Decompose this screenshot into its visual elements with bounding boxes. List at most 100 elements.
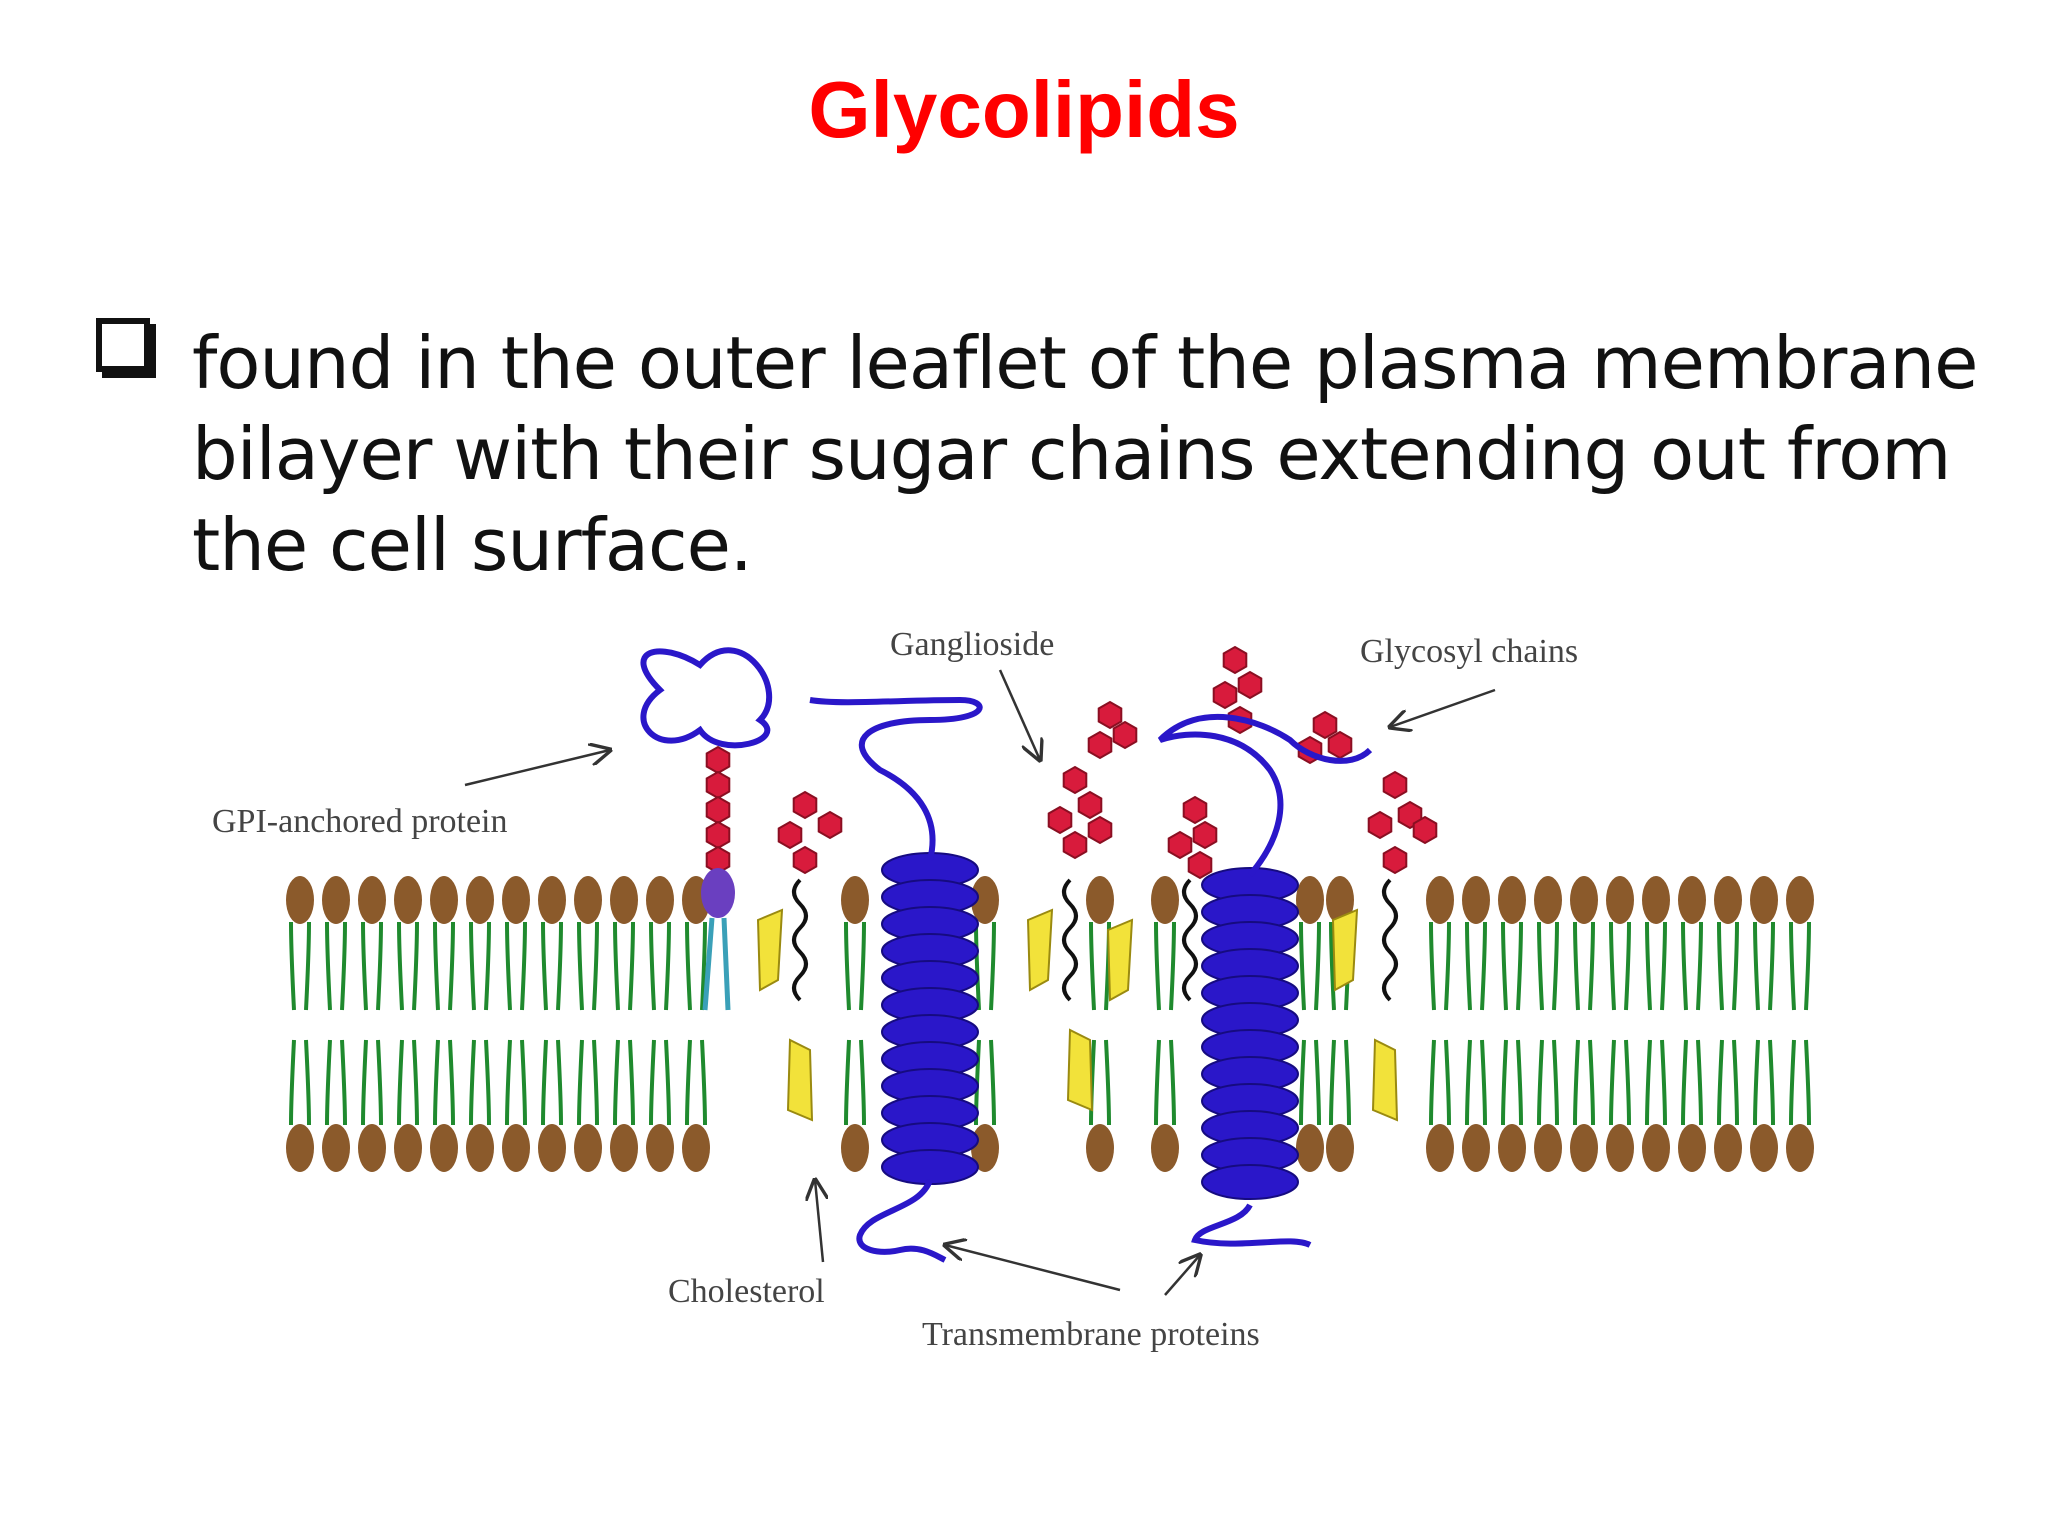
lipid-tail bbox=[1480, 1039, 1487, 1126]
lipid-tail bbox=[613, 1039, 620, 1126]
lipid-tail bbox=[469, 1039, 476, 1126]
sugar-hexagon bbox=[1187, 850, 1213, 880]
lipid-tail bbox=[844, 1039, 851, 1126]
lipid-tail bbox=[1429, 1039, 1436, 1126]
lipid-tail bbox=[1573, 1039, 1580, 1126]
lipid-tail bbox=[1299, 1039, 1306, 1126]
lipid-tail bbox=[1609, 921, 1616, 1011]
lipid-head-outer bbox=[430, 876, 458, 924]
sugar-hexagon bbox=[792, 845, 818, 875]
lipid-tail bbox=[361, 1039, 368, 1126]
lipid-tail bbox=[340, 1039, 347, 1126]
lipid-tail bbox=[376, 921, 383, 1011]
lipid-tail bbox=[1501, 1039, 1508, 1126]
protein-loop-inner bbox=[1191, 1203, 1312, 1248]
lipid-head-inner bbox=[1086, 1124, 1114, 1172]
lipid-head-inner bbox=[1296, 1124, 1324, 1172]
cholesterol-molecule bbox=[1026, 908, 1054, 992]
lipid-tail bbox=[1645, 921, 1652, 1011]
lipid-head-inner bbox=[971, 1124, 999, 1172]
lipid-tail bbox=[1089, 921, 1096, 1011]
sugar-hexagon bbox=[1382, 845, 1408, 875]
lipid-head-outer bbox=[538, 876, 566, 924]
sugar-hexagon bbox=[1047, 805, 1073, 835]
lipid-head-outer bbox=[502, 876, 530, 924]
lipid-tail bbox=[541, 921, 548, 1011]
lipid-head-outer bbox=[466, 876, 494, 924]
cholesterol-molecule bbox=[786, 1038, 814, 1122]
sugar-hexagon bbox=[1112, 720, 1138, 750]
sugar-hexagon bbox=[705, 795, 731, 825]
sugar-hexagon bbox=[1412, 815, 1438, 845]
lipid-tail bbox=[1609, 1039, 1616, 1126]
lipid-tail bbox=[577, 1039, 584, 1126]
lipid-tail bbox=[340, 921, 347, 1011]
lipid-tail bbox=[1169, 921, 1176, 1011]
sugar-hexagon bbox=[1382, 770, 1408, 800]
arrow-transmembrane-right bbox=[1164, 1255, 1200, 1296]
lipid-tail bbox=[1537, 921, 1544, 1011]
label-cholesterol: Cholesterol bbox=[668, 1273, 825, 1310]
lipid-tail bbox=[1624, 921, 1631, 1011]
cholesterol-molecule bbox=[756, 908, 784, 992]
sugar-hexagon bbox=[1367, 810, 1393, 840]
lipid-head-outer bbox=[1678, 876, 1706, 924]
sugar-hexagon bbox=[1192, 820, 1218, 850]
lipid-tail bbox=[556, 921, 563, 1011]
lipid-head-outer bbox=[1086, 876, 1114, 924]
lipid-tail bbox=[1717, 1039, 1724, 1126]
sugar-hexagon bbox=[1312, 710, 1338, 740]
lipid-tail bbox=[289, 921, 296, 1011]
lipid-tail bbox=[1753, 921, 1760, 1011]
arrow-glycosyl bbox=[1390, 688, 1496, 727]
lipid-tail bbox=[592, 921, 599, 1011]
lipid-tail bbox=[1660, 921, 1667, 1011]
lipid-head-inner bbox=[502, 1124, 530, 1172]
lipid-head-inner bbox=[646, 1124, 674, 1172]
lipid-tail bbox=[700, 921, 707, 1011]
lipid-head-inner bbox=[286, 1124, 314, 1172]
lipid-tail bbox=[1314, 1039, 1321, 1126]
lipid-tail bbox=[989, 1039, 996, 1126]
cholesterol-molecule bbox=[1066, 1028, 1094, 1112]
lipid-head-inner bbox=[1678, 1124, 1706, 1172]
lipid-tail bbox=[859, 921, 866, 1011]
lipid-tail bbox=[1732, 921, 1739, 1011]
protein-helix-segment bbox=[881, 1149, 979, 1185]
protein-loop-inner bbox=[856, 1178, 947, 1263]
lipid-head-outer bbox=[394, 876, 422, 924]
lipid-tail bbox=[1344, 1039, 1351, 1126]
lipid-tail bbox=[484, 1039, 491, 1126]
sugar-hexagon bbox=[705, 820, 731, 850]
protein-loop-outer bbox=[809, 696, 983, 861]
gpi-protein-blob bbox=[640, 647, 773, 749]
lipid-tail bbox=[628, 921, 635, 1011]
sugar-hexagon bbox=[1097, 700, 1123, 730]
lipid-tail bbox=[844, 921, 851, 1011]
lipid-tail bbox=[448, 921, 455, 1011]
arrow-ganglioside bbox=[998, 669, 1040, 760]
lipid-tail bbox=[649, 921, 656, 1011]
lipid-head-inner bbox=[1714, 1124, 1742, 1172]
lipid-head-inner bbox=[1462, 1124, 1490, 1172]
lipid-tail bbox=[1154, 1039, 1161, 1126]
lipid-head-outer bbox=[1296, 876, 1324, 924]
lipid-head-outer bbox=[286, 876, 314, 924]
lipid-head-outer bbox=[1642, 876, 1670, 924]
lipid-tail bbox=[685, 1039, 692, 1126]
sugar-hexagon bbox=[705, 745, 731, 775]
lipid-tail bbox=[325, 1039, 332, 1126]
lipid-tail bbox=[1573, 921, 1580, 1011]
lipid-tail bbox=[1768, 1039, 1775, 1126]
lipid-tail bbox=[664, 1039, 671, 1126]
lipid-tail bbox=[1804, 921, 1811, 1011]
lipid-tail bbox=[1717, 921, 1724, 1011]
lipid-tail bbox=[484, 921, 491, 1011]
lipid-head-inner bbox=[1606, 1124, 1634, 1172]
lipid-tail bbox=[1696, 1039, 1703, 1126]
lipid-head-outer bbox=[646, 876, 674, 924]
lipid-tail bbox=[541, 1039, 548, 1126]
label-transmembrane-proteins: Transmembrane proteins bbox=[922, 1316, 1260, 1353]
gpi-tails bbox=[702, 917, 731, 1011]
lipid-tail bbox=[1169, 1039, 1176, 1126]
